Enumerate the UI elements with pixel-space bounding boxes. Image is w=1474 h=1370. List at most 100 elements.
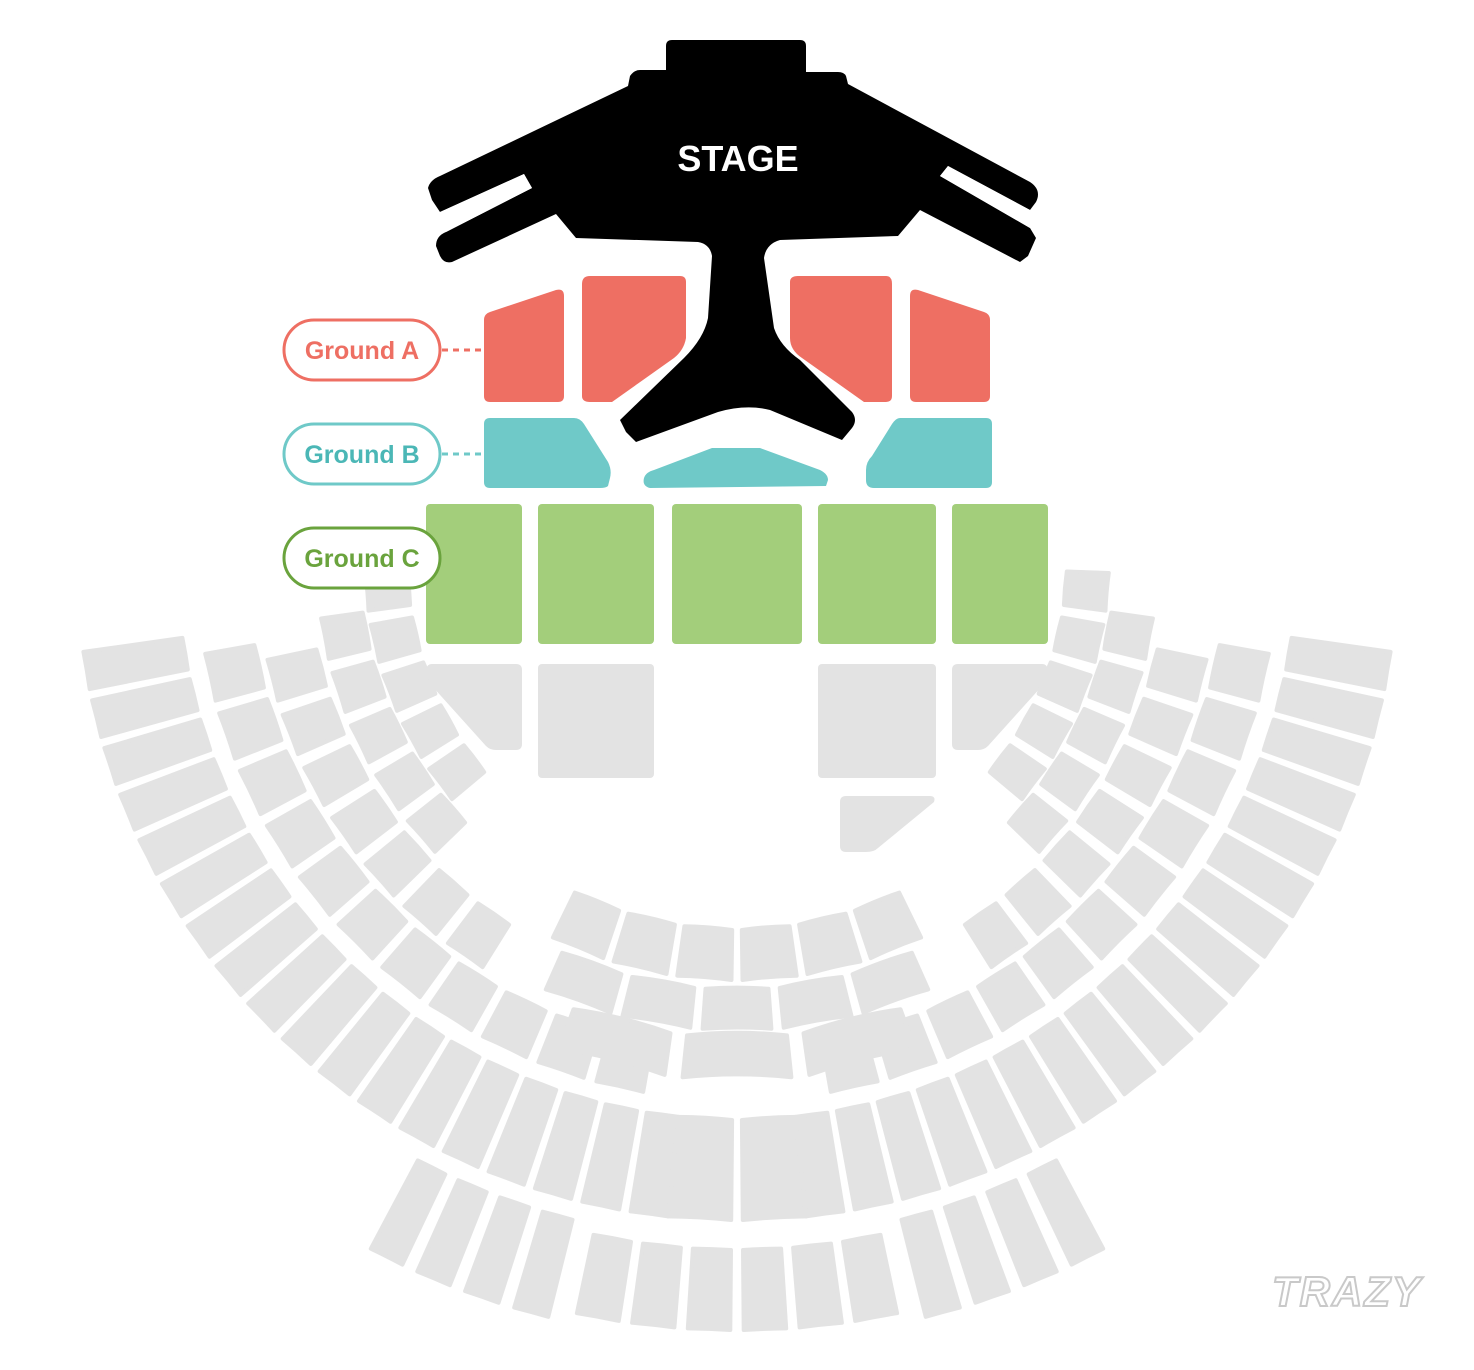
stand-section[interactable] [1208, 643, 1271, 703]
stand-section[interactable] [1104, 845, 1177, 917]
stand-section[interactable] [1104, 744, 1172, 807]
stand-section[interactable] [985, 1178, 1059, 1288]
stand-section[interactable] [1015, 703, 1073, 759]
ground-c-zone[interactable] [426, 504, 1048, 644]
stand-section[interactable] [1039, 751, 1100, 812]
stand-section[interactable] [962, 901, 1029, 970]
stand-section[interactable] [834, 1102, 894, 1212]
stand-section[interactable] [1065, 888, 1138, 961]
stand-section[interactable] [801, 1007, 917, 1077]
stand-section[interactable] [118, 757, 228, 832]
stand-section[interactable] [428, 961, 498, 1033]
stand-section[interactable] [1227, 795, 1337, 876]
stand-section[interactable] [349, 706, 408, 765]
stand-section[interactable] [739, 1114, 808, 1222]
stand-section[interactable] [1284, 635, 1393, 692]
ground-c-section[interactable] [538, 504, 654, 644]
stand-section[interactable] [280, 964, 378, 1066]
stand-section[interactable] [441, 1059, 520, 1169]
stand-section[interactable] [1022, 927, 1094, 1000]
stand-section[interactable] [942, 1195, 1011, 1305]
stand-section[interactable] [265, 647, 328, 703]
stand-section[interactable] [1190, 697, 1257, 761]
stand-section[interactable] [319, 610, 372, 661]
stand-section[interactable] [214, 902, 318, 997]
stand-section[interactable] [992, 1039, 1076, 1148]
ground-c-section[interactable] [952, 504, 1048, 644]
stand-section[interactable] [1076, 788, 1144, 855]
stand-section[interactable] [1087, 659, 1144, 714]
stand-section[interactable] [1096, 964, 1194, 1066]
stand-section[interactable] [620, 975, 697, 1030]
stand-section[interactable] [987, 743, 1047, 802]
stand-section[interactable] [90, 677, 200, 739]
ground-b-zone[interactable] [484, 418, 992, 488]
stand-section[interactable] [330, 788, 398, 855]
stand-section[interactable] [611, 911, 677, 976]
stand-section[interactable] [675, 924, 735, 982]
stand-section[interactable] [1146, 647, 1209, 703]
stand-section[interactable] [852, 890, 924, 961]
stand-section[interactable] [680, 1030, 794, 1080]
stand-section[interactable] [363, 830, 432, 898]
ground-a-section[interactable] [910, 289, 990, 402]
stand-section[interactable] [1156, 902, 1260, 997]
stand-section[interactable] [297, 845, 370, 917]
stand-section[interactable] [380, 927, 452, 1000]
stand-section[interactable] [1206, 832, 1315, 919]
stand-section[interactable] [1063, 991, 1157, 1097]
stand-section[interactable] [1182, 868, 1289, 959]
stand-section[interactable] [850, 950, 931, 1015]
stand-section[interactable] [463, 1195, 532, 1305]
ground-a-label[interactable]: Ground A [282, 318, 484, 382]
stand-section[interactable] [1061, 569, 1111, 613]
stand-section[interactable] [217, 697, 284, 761]
stand-section[interactable] [791, 1241, 844, 1330]
stand-section[interactable] [954, 1059, 1033, 1169]
stand-section[interactable] [666, 1114, 735, 1222]
stand-section[interactable] [368, 615, 422, 664]
ground-c-section[interactable] [426, 504, 522, 644]
stand-section[interactable] [550, 890, 622, 961]
stand-section[interactable] [797, 911, 863, 976]
stand-section[interactable] [1006, 792, 1069, 854]
stand-section[interactable] [1274, 677, 1384, 739]
stand-section[interactable] [336, 888, 409, 961]
stand-section[interactable] [1167, 749, 1237, 817]
stand-section[interactable] [137, 795, 247, 876]
ground-b-label[interactable]: Ground B [282, 422, 484, 486]
stand-section[interactable] [739, 924, 799, 982]
stand-section[interactable] [280, 696, 346, 757]
ground-c-section[interactable] [818, 504, 936, 644]
stand-section[interactable] [1052, 615, 1106, 664]
stand-section[interactable] [368, 1158, 448, 1267]
stand-section[interactable] [102, 717, 213, 786]
stand-section[interactable] [1026, 1158, 1106, 1267]
stand-section[interactable] [159, 832, 268, 919]
stand-section[interactable] [302, 744, 370, 807]
stand-section[interactable] [1127, 934, 1228, 1033]
stand-section[interactable] [1128, 696, 1194, 757]
stand-section[interactable] [185, 868, 292, 959]
stand-section[interactable] [741, 1246, 789, 1332]
ground-a-section[interactable] [582, 276, 686, 402]
stand-section[interactable] [357, 1017, 445, 1124]
ground-b-section[interactable] [866, 418, 992, 488]
stand-section[interactable] [630, 1241, 683, 1330]
stand-section[interactable] [264, 799, 336, 869]
stage[interactable]: STAGE [428, 40, 1038, 442]
stand-section[interactable] [899, 1209, 962, 1319]
stand-section[interactable] [915, 1076, 988, 1187]
ground-c-label[interactable]: Ground C [282, 526, 442, 590]
stand-section[interactable] [330, 659, 387, 714]
stand-section[interactable] [486, 1076, 559, 1187]
stand-section[interactable] [557, 1007, 673, 1077]
stand-section[interactable] [374, 751, 435, 812]
stand-section[interactable] [1261, 717, 1372, 786]
stand-section[interactable] [1036, 660, 1093, 713]
stand-section[interactable] [427, 743, 487, 802]
stand-section[interactable] [574, 1232, 633, 1323]
stand-section[interactable] [480, 990, 548, 1060]
stand-section[interactable] [1138, 799, 1210, 869]
stand-section[interactable] [685, 1246, 733, 1332]
